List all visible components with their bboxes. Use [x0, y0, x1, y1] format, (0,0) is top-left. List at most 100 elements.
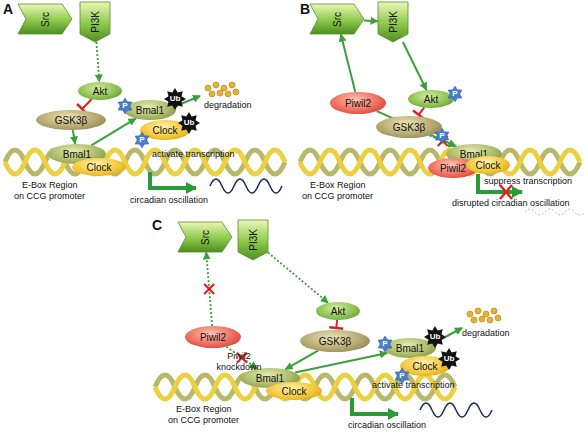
activation-connector	[96, 42, 99, 82]
activation-connector	[377, 111, 457, 146]
activation-connector	[268, 253, 328, 303]
transcription-arrow	[150, 172, 196, 188]
annotation-text: activate transcription	[372, 380, 455, 391]
activation-connector	[204, 252, 214, 326]
node-text: Clock	[152, 125, 177, 136]
dot	[205, 85, 211, 91]
connector-line	[364, 19, 378, 22]
connector-line	[377, 111, 457, 146]
dot	[479, 316, 485, 322]
connector-line	[341, 34, 356, 92]
node-text: P	[439, 132, 444, 141]
annotation-text: activate transcription	[152, 149, 235, 160]
star-shape	[378, 336, 392, 352]
activation-connector	[403, 42, 427, 90]
connector-line	[73, 130, 75, 144]
connector-line	[96, 42, 99, 82]
dot	[475, 308, 481, 314]
piwil2-protein: Piwil2	[330, 92, 386, 114]
receptor-shape	[378, 2, 408, 42]
receptor-shape	[80, 2, 110, 42]
disrupted-wave	[525, 209, 585, 215]
node-text: Ub	[184, 119, 195, 128]
dot	[487, 317, 493, 323]
star-shape	[178, 112, 200, 134]
star-shape	[118, 98, 132, 114]
inhibition-connector	[329, 320, 343, 329]
dna-helix	[5, 150, 285, 174]
activation-connector	[73, 130, 75, 144]
phosphate-star: P	[434, 128, 450, 144]
gsk3b-protein: GSK3β	[36, 110, 106, 130]
clock-protein: Clock	[266, 382, 322, 400]
block-cross	[500, 185, 512, 199]
node-text: Src	[40, 12, 51, 27]
src-receptor: Src	[18, 4, 72, 34]
connector-line	[403, 42, 427, 90]
node-text: Bmal1	[396, 343, 424, 354]
star-shape	[424, 326, 446, 348]
panel-letter: A	[3, 1, 13, 17]
node-text: Bmal1	[256, 373, 284, 384]
akt-protein: Akt	[78, 82, 122, 100]
dot	[471, 317, 477, 323]
dot	[209, 91, 215, 97]
node-text: GSK3β	[319, 336, 351, 347]
dot	[229, 82, 235, 88]
node-text: Clock	[412, 361, 437, 372]
inhibition-bar	[329, 327, 343, 328]
node-text: Piwil2	[345, 98, 371, 109]
star-shape	[164, 88, 186, 110]
connector-line	[206, 252, 212, 326]
connector-line	[82, 99, 92, 109]
dot	[233, 89, 239, 95]
receptor-shape	[310, 4, 364, 34]
receptor-shape	[178, 222, 232, 252]
node-text: Ub	[444, 355, 455, 364]
node-text: Akt	[424, 94, 438, 105]
dot	[483, 311, 489, 317]
clock-protein: Clock	[466, 156, 510, 174]
connector-line	[268, 253, 328, 303]
ubiquitin-star: Ub	[178, 112, 200, 134]
receptor-shape	[18, 4, 72, 34]
node-text: Ub	[430, 333, 441, 342]
transcription-arrow	[352, 398, 398, 414]
akt-protein: Akt	[408, 90, 454, 108]
dot	[225, 91, 231, 97]
dna-strand	[5, 150, 285, 174]
activation-connector	[341, 34, 356, 92]
dot	[495, 315, 501, 321]
node-text: Clock	[281, 386, 306, 397]
node-text: GSK3β	[55, 115, 87, 126]
ubiquitin-star: Ub	[424, 326, 446, 348]
node-text: Src	[332, 12, 343, 27]
src-receptor: Src	[310, 4, 364, 34]
pi3k-receptor: PI3K	[378, 2, 408, 42]
node-text: P	[399, 372, 404, 381]
phosphate-star: P	[117, 98, 133, 114]
activation-connector	[295, 353, 387, 373]
connector-line	[295, 353, 387, 373]
node-text: Akt	[331, 306, 345, 317]
cross-stroke	[500, 185, 512, 199]
akt-protein: Akt	[316, 302, 360, 320]
dot	[217, 90, 223, 96]
node-text: P	[122, 102, 127, 111]
annotation-text: degradation	[204, 100, 252, 111]
dna-strand	[155, 375, 455, 399]
src-receptor: Src	[178, 222, 232, 252]
node-text: P	[452, 90, 457, 99]
dot	[213, 82, 219, 88]
node-text: Piwil2	[440, 163, 466, 174]
activation-connector	[364, 20, 378, 22]
block-cross	[204, 284, 214, 294]
annotation-text: Piwil2 knockdown	[214, 351, 264, 373]
annotation-text: circadian oscillation	[130, 195, 208, 206]
panel-letter: C	[152, 217, 162, 233]
connector-line	[419, 108, 425, 115]
node-text: Clock	[475, 160, 500, 171]
annotation-text: circadian oscillation	[348, 420, 426, 431]
activation-connector	[285, 351, 318, 370]
node-text: Ub	[170, 95, 181, 104]
